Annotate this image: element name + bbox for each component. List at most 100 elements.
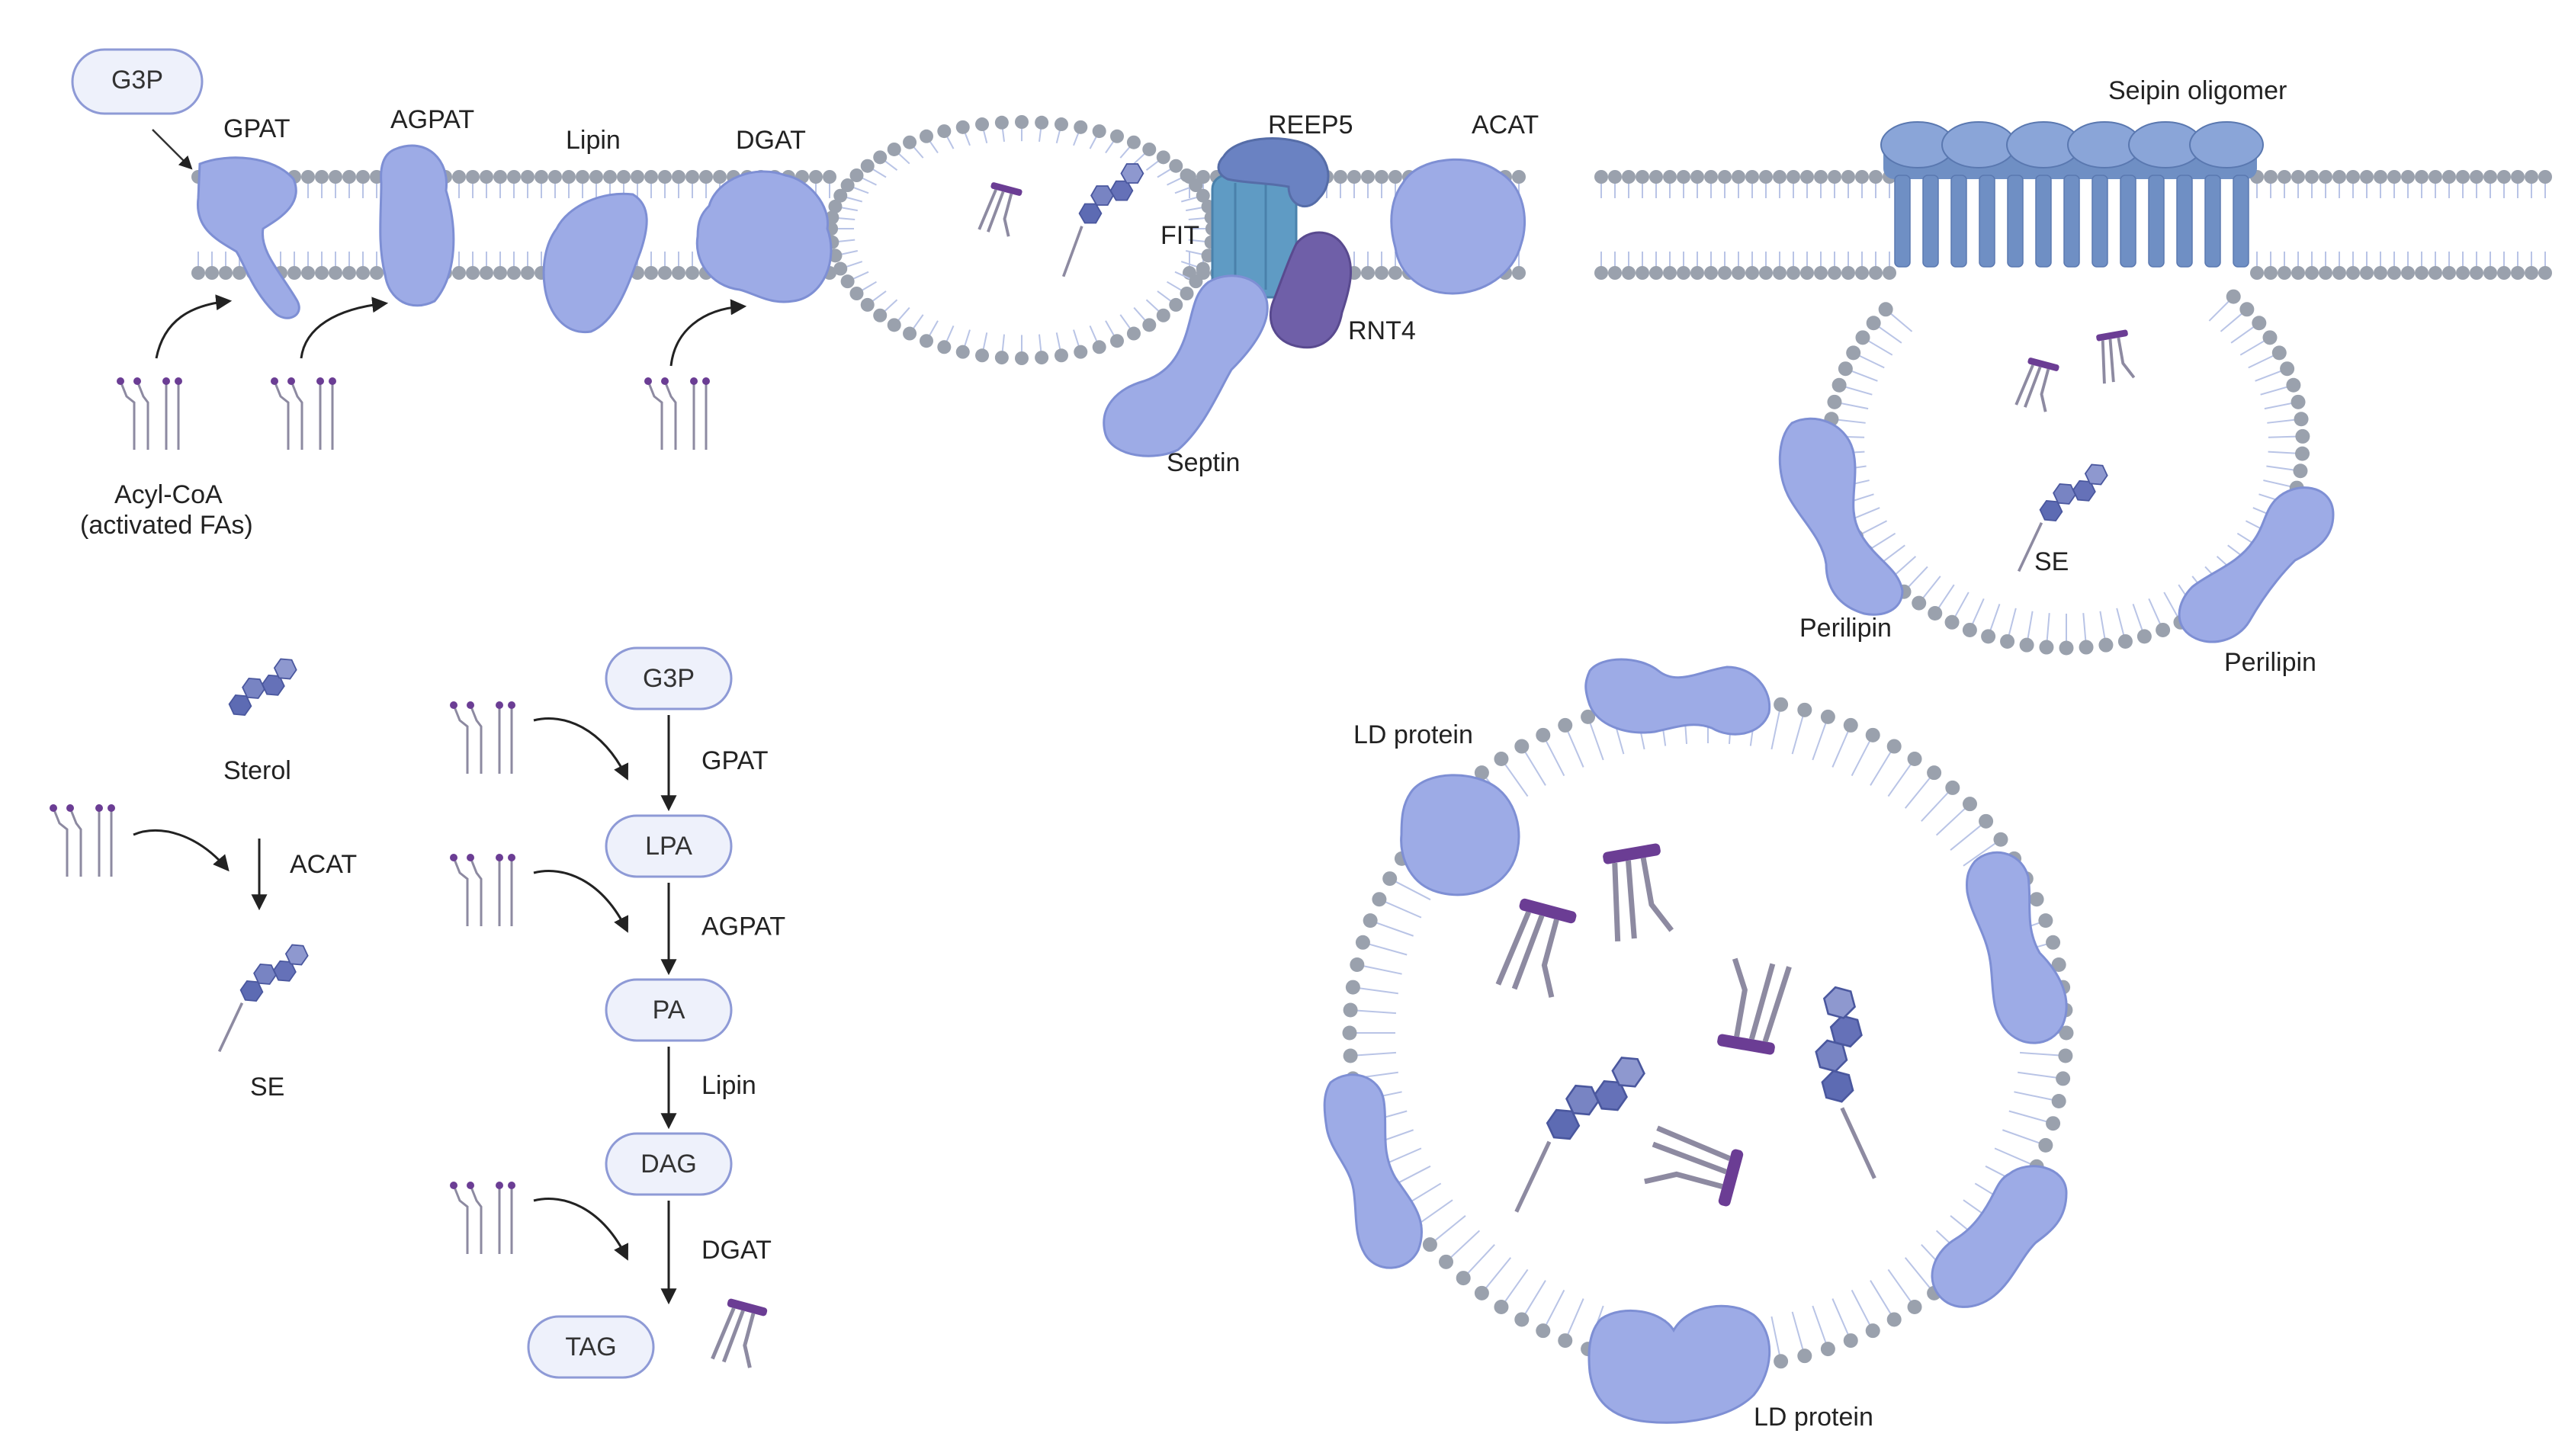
dgat-protein bbox=[695, 170, 833, 303]
lipid-head bbox=[2046, 935, 2061, 950]
ld-protein-bottom-label: LD protein bbox=[1754, 1403, 1873, 1432]
lipid-head bbox=[937, 340, 952, 354]
pathway-enzyme-label: DGAT bbox=[701, 1236, 772, 1265]
lipid-head bbox=[521, 170, 535, 184]
pathway-pill bbox=[605, 978, 733, 1042]
sterol-ring bbox=[1611, 1057, 1645, 1088]
lipid-head bbox=[589, 170, 603, 184]
lipid-tail bbox=[1501, 758, 1529, 797]
lipid-head bbox=[1180, 287, 1194, 300]
gpat-label: GPAT bbox=[223, 114, 291, 143]
lipid-tail bbox=[1429, 1215, 1466, 1246]
lipid-head bbox=[2038, 913, 2053, 928]
pathway-step-label: G3P bbox=[643, 664, 695, 693]
lipid-head bbox=[937, 124, 952, 139]
dgat-label: DGAT bbox=[736, 126, 806, 155]
lipid-head bbox=[1456, 1271, 1471, 1286]
coa-head bbox=[644, 377, 652, 385]
lipid-head bbox=[1690, 266, 1704, 280]
lipid-head bbox=[1474, 1285, 1489, 1300]
coa-head bbox=[133, 377, 141, 385]
lipid-head bbox=[2295, 446, 2310, 461]
lipid-head bbox=[1514, 1312, 1530, 1327]
lipid-head bbox=[2226, 289, 2241, 304]
lipid-tail bbox=[1950, 820, 1987, 851]
lipid-tail bbox=[1812, 1305, 1829, 1349]
coa-head bbox=[175, 377, 182, 385]
pathway-step-label: PA bbox=[653, 996, 685, 1025]
lipid-head bbox=[833, 261, 848, 276]
lipid-head bbox=[329, 170, 342, 184]
lipid-head bbox=[2442, 170, 2456, 184]
lipid-head bbox=[2136, 629, 2152, 644]
pathway-step-label: LPA bbox=[645, 832, 692, 861]
seipin-cap bbox=[1941, 121, 2016, 168]
lipid-head bbox=[994, 115, 1009, 130]
lipid-head bbox=[2387, 170, 2401, 184]
se-ld-label: SE bbox=[2034, 547, 2069, 576]
se-path-label: SE bbox=[250, 1073, 284, 1102]
lipid-head bbox=[2374, 170, 2387, 184]
lipid-head bbox=[1581, 709, 1596, 724]
tag-chain bbox=[1652, 1141, 1728, 1175]
g3p-top-label: G3P bbox=[111, 66, 163, 95]
lipid-head bbox=[493, 266, 507, 280]
lipid-tail bbox=[1831, 1298, 1852, 1341]
lipid-head bbox=[1422, 1237, 1437, 1252]
lipid-head bbox=[548, 170, 562, 184]
lipid-head bbox=[2319, 170, 2332, 184]
lipid-head bbox=[1350, 957, 1365, 972]
pathway-pill bbox=[605, 646, 733, 710]
fatty-acid-chain bbox=[469, 1185, 483, 1254]
lipid-head bbox=[1663, 170, 1677, 184]
lipid-head bbox=[1745, 170, 1759, 184]
lipid-head bbox=[1774, 1354, 1789, 1369]
glycerol-head bbox=[2096, 329, 2128, 342]
perilipin-right-label: Perilipin bbox=[2224, 648, 2316, 677]
coa-head bbox=[702, 377, 710, 385]
acat-top-label: ACAT bbox=[1472, 111, 1539, 140]
lipid-head bbox=[1382, 871, 1398, 887]
lipid-head bbox=[1363, 913, 1378, 928]
lipid-tail bbox=[1481, 1257, 1512, 1294]
lipid-head bbox=[329, 266, 342, 280]
ld-protein-top bbox=[1584, 658, 1771, 736]
lipid-tail bbox=[1870, 746, 1896, 786]
seipin-leg bbox=[2120, 175, 2136, 268]
pathway-pill bbox=[605, 814, 733, 878]
lipid-head bbox=[1388, 266, 1402, 280]
acyl-coa-icon bbox=[644, 377, 710, 450]
sterol-icon bbox=[228, 658, 297, 716]
fatty-acid-chain bbox=[469, 857, 483, 926]
lipid-head bbox=[1126, 326, 1141, 341]
lipid-head bbox=[315, 266, 329, 280]
pathway-step-lpa: LPA bbox=[605, 814, 733, 878]
coa-head bbox=[117, 377, 124, 385]
lipid-head bbox=[1126, 135, 1141, 149]
pathway-enzyme-label: GPAT bbox=[701, 746, 769, 775]
tag-molecule-icon bbox=[1495, 898, 1577, 998]
lipid-head bbox=[1156, 150, 1170, 165]
lipid-head bbox=[2332, 266, 2346, 280]
lipid-tail bbox=[1791, 710, 1806, 755]
lipid-head bbox=[672, 266, 685, 280]
lipid-head bbox=[1343, 1048, 1358, 1063]
lipid-head bbox=[452, 266, 466, 280]
tag-chain bbox=[711, 1307, 736, 1360]
lipid-head bbox=[1883, 266, 1896, 280]
seipin-leg bbox=[2035, 175, 2052, 268]
lipid-head bbox=[1797, 702, 1812, 717]
fatty-acid-chain bbox=[273, 380, 290, 450]
lipid-head bbox=[1677, 266, 1690, 280]
lipid-head bbox=[1912, 595, 1927, 611]
lipid-molecules bbox=[50, 377, 768, 1368]
lipid-head bbox=[1334, 170, 1347, 184]
lipid-head bbox=[1110, 334, 1124, 348]
lipid-head bbox=[2000, 633, 2015, 649]
perilipin-left-label: Perilipin bbox=[1799, 614, 1892, 643]
fatty-acid-chain bbox=[136, 380, 149, 450]
ester-tail bbox=[1514, 1140, 1552, 1213]
lipid-tail bbox=[1356, 964, 1402, 975]
glycerol-head bbox=[727, 1298, 768, 1316]
lipid-head bbox=[685, 170, 699, 184]
